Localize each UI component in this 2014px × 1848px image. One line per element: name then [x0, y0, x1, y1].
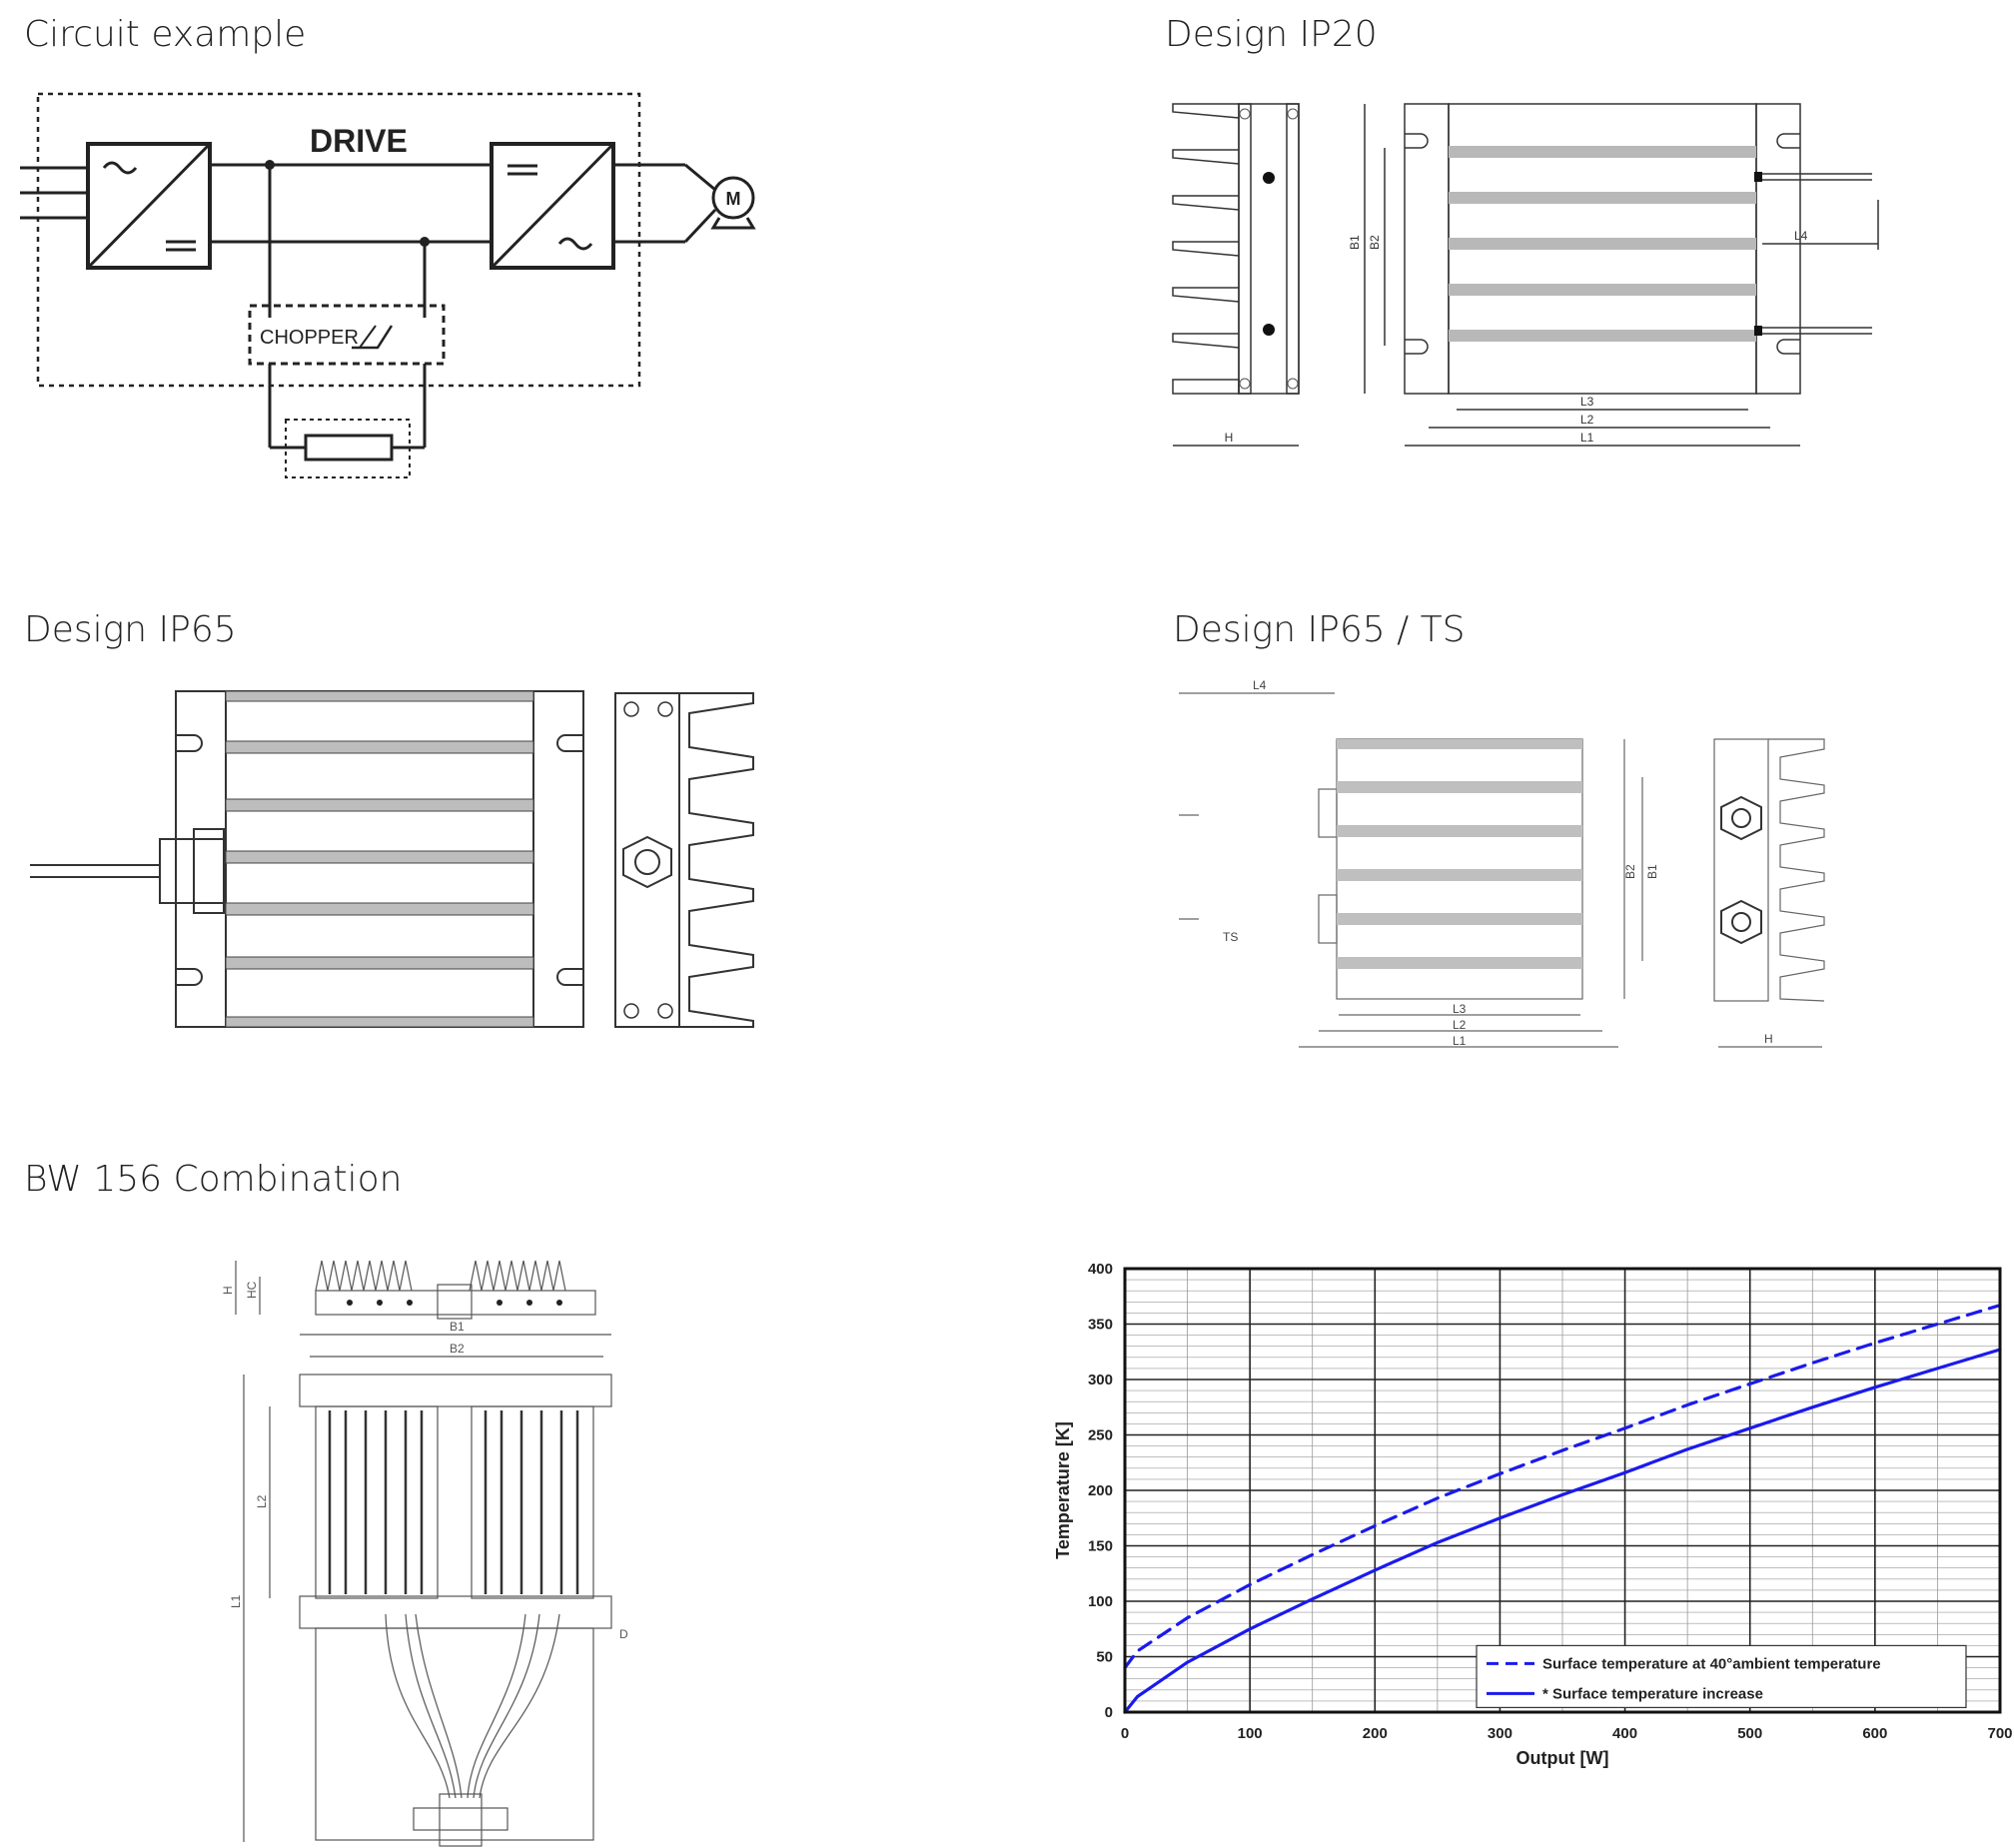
- ip20-dim-b1: B1: [1348, 235, 1362, 250]
- bw156-dim-l2: L2: [255, 1494, 269, 1508]
- inverter-block: [490, 142, 615, 270]
- ip65ts-dim-l4: L4: [1253, 678, 1267, 692]
- chopper-label: CHOPPER: [260, 327, 359, 349]
- brake-resistor-symbol: [304, 434, 394, 462]
- circuit-diagram: M DRIVE CHOPPER: [20, 92, 756, 478]
- ip65ts-side-plate: [1713, 738, 1769, 1002]
- ip20-dim-l4: L4: [1794, 229, 1808, 243]
- bw156-dim-l1: L1: [229, 1594, 243, 1608]
- ip65ts-hex-nut-top: [1720, 795, 1762, 841]
- chart-legend: Surface temperature at 40°ambient temper…: [1476, 1644, 1967, 1708]
- legend-label-1: Surface temperature at 40°ambient temper…: [1542, 1655, 1881, 1672]
- ip65-drawing: [30, 690, 754, 1028]
- legend-label-2: * Surface temperature increase: [1542, 1685, 1763, 1702]
- ip20-dim-l3: L3: [1580, 395, 1594, 409]
- chart-grid: [1124, 1268, 2001, 1713]
- bw156-dim-h: H: [221, 1286, 235, 1295]
- heading-bw156-combination: BW 156 Combination: [24, 1159, 403, 1200]
- chart-lines: [1123, 1304, 2002, 1714]
- resistor-dashed-boundary: [285, 419, 411, 478]
- motor-label: M: [726, 189, 741, 209]
- y-tick-label: 150: [1088, 1538, 1113, 1555]
- heading-design-ip65-ts: Design IP65 / TS: [1173, 609, 1466, 650]
- ip20-dim-b2: B2: [1368, 235, 1382, 250]
- ip65ts-dim-l2: L2: [1453, 1018, 1467, 1032]
- plot-frame: [1123, 1267, 2002, 1714]
- bw156-terminal-block: [439, 1793, 483, 1847]
- y-tick-label: 200: [1088, 1482, 1113, 1499]
- y-tick-label: 350: [1088, 1317, 1113, 1334]
- ip65ts-dim-l1: L1: [1453, 1034, 1467, 1048]
- x-tick-label: 600: [1862, 1725, 1887, 1742]
- x-tick-label: 700: [1987, 1725, 2012, 1742]
- ip65-hex-nut: [622, 835, 672, 889]
- y-tick-label: 50: [1096, 1649, 1113, 1666]
- motor-symbol: [711, 176, 755, 220]
- bw156-dim-d: D: [619, 1627, 628, 1641]
- chart-ticks: 0 50 100 150 200 250 300 350 400 0 100 200 300 400 500…: [1088, 1261, 2013, 1742]
- y-tick-label: 100: [1088, 1593, 1113, 1610]
- ip65ts-dim-l3: L3: [1453, 1002, 1467, 1016]
- heading-circuit-example: Circuit example: [24, 14, 307, 55]
- x-axis-label: Output [W]: [1516, 1748, 1609, 1768]
- heading-design-ip20: Design IP20: [1165, 14, 1378, 55]
- series-line-1: [1123, 1304, 2002, 1670]
- ip65ts-dim-b2: B2: [1623, 864, 1637, 879]
- x-tick-label: 500: [1737, 1725, 1762, 1742]
- rectifier-block: [86, 142, 212, 270]
- y-tick-label: 400: [1088, 1261, 1113, 1278]
- x-tick-label: 200: [1363, 1725, 1388, 1742]
- ip20-side-plate: [1238, 103, 1300, 395]
- bw156-upper-beam: [299, 1374, 612, 1407]
- ip65-ts-drawing: L4 TS B2 B1 L3 L2 L1 H: [1179, 678, 1825, 1048]
- ip65ts-hex-nut-bottom: [1720, 899, 1762, 945]
- bw156-dim-b2: B2: [450, 1342, 465, 1356]
- ip20-dim-h: H: [1225, 431, 1234, 445]
- drive-label: DRIVE: [310, 123, 408, 159]
- heading-design-ip65: Design IP65: [24, 609, 237, 650]
- y-tick-label: 0: [1105, 1704, 1113, 1721]
- ip20-drawing: H B1 B2 L3 L2 L1 L4: [1172, 103, 1879, 447]
- ip65ts-dim-h: H: [1764, 1032, 1773, 1046]
- ip20-dim-l1: L1: [1580, 431, 1594, 445]
- ip65ts-dim-ts: TS: [1223, 930, 1238, 944]
- y-tick-label: 250: [1088, 1427, 1113, 1444]
- ip65-side-plate: [614, 692, 680, 1028]
- x-tick-label: 300: [1488, 1725, 1512, 1742]
- bw156-lower-beam: [299, 1595, 612, 1629]
- legend-box: [1476, 1644, 1967, 1708]
- x-tick-label: 0: [1121, 1725, 1129, 1742]
- ip65ts-dim-b1: B1: [1645, 864, 1659, 879]
- series-line-2: [1123, 1348, 2002, 1714]
- bw156-dim-b1: B1: [450, 1320, 465, 1334]
- bw156-drawing: H HC B1 B2 L1 L2 D: [221, 1260, 628, 1847]
- chopper-block: [248, 304, 446, 366]
- y-tick-label: 300: [1088, 1372, 1113, 1388]
- ip20-dim-l2: L2: [1580, 413, 1594, 427]
- temperature-chart: 0 50 100 150 200 250 300 350 400 0 100 200 300 400 500…: [1053, 1261, 2013, 1768]
- y-axis-label: Temperature [K]: [1053, 1421, 1073, 1559]
- x-tick-label: 100: [1238, 1725, 1263, 1742]
- drive-dashed-boundary: [36, 92, 641, 388]
- bw156-top-view: [315, 1290, 596, 1316]
- x-tick-label: 400: [1612, 1725, 1637, 1742]
- bw156-dim-hc: HC: [245, 1281, 259, 1299]
